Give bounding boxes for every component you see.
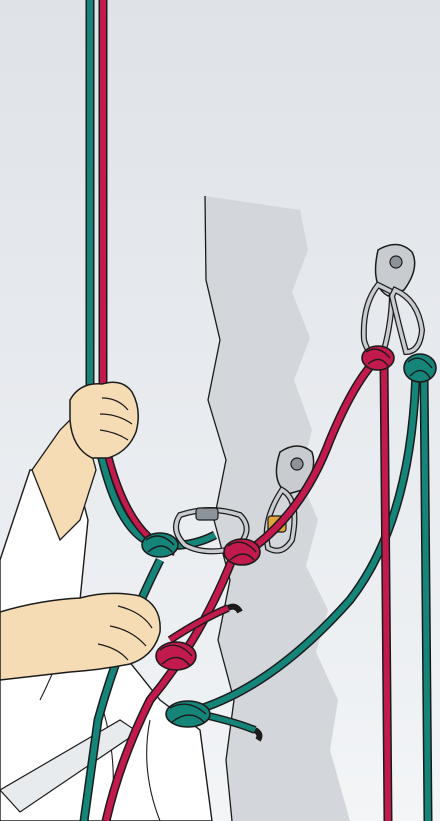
- knot-icon: [224, 539, 260, 565]
- knot-icon: [404, 354, 436, 382]
- knot-icon: [362, 346, 394, 370]
- knot-icon: [142, 533, 178, 557]
- knot-icon: [156, 642, 196, 670]
- hand-icon: [70, 382, 138, 458]
- rock-face-shadow: [205, 196, 350, 821]
- knot-icon: [166, 701, 210, 727]
- carabiner-icon: [364, 285, 422, 354]
- hand-icon: [0, 593, 160, 680]
